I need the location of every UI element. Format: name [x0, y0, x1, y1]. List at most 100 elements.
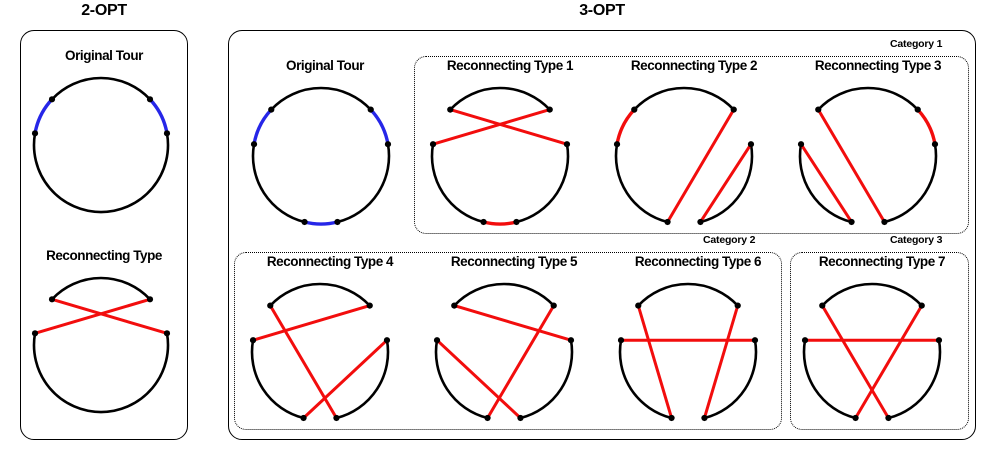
cell-three-opt-original: Original Tour — [245, 58, 405, 238]
figure-two-opt-reconnect — [26, 270, 176, 420]
tour-node — [815, 106, 822, 113]
tour-node — [366, 302, 373, 309]
tour-circle-svg — [31, 76, 171, 214]
tour-arc — [883, 142, 938, 224]
cell-title: Reconnecting Type 5 — [450, 254, 578, 269]
added-edge-red-chord — [431, 108, 552, 146]
cell-title: Reconnecting Type 7 — [818, 254, 946, 269]
figure-three-opt-original — [245, 80, 397, 232]
tour-node — [163, 330, 171, 337]
added-edge-red-chord — [854, 304, 924, 420]
tour-arc — [816, 86, 920, 111]
tour-node — [668, 414, 675, 422]
tour-node — [613, 141, 621, 148]
tour-node — [334, 218, 341, 226]
cell-type-3: Reconnecting Type 3 — [792, 58, 964, 238]
figure-type-5 — [428, 276, 580, 428]
tour-arc — [32, 332, 170, 414]
tour-arc — [251, 142, 306, 224]
panel-2opt — [20, 30, 188, 440]
category-1-box — [414, 56, 969, 234]
tour-arc — [614, 142, 669, 224]
tour-node — [664, 218, 671, 226]
added-edge-red-chord — [33, 297, 152, 335]
category-1-label: Category 1 — [888, 38, 945, 50]
tour-node — [48, 296, 56, 303]
cell-title: Reconnecting Type 3 — [814, 58, 942, 73]
tour-arc — [268, 282, 372, 307]
tour-node — [31, 330, 39, 337]
figure-type-2 — [608, 80, 760, 232]
tour-arc — [452, 282, 556, 307]
tour-arc — [434, 338, 489, 420]
added-edge-red-chord — [799, 142, 854, 224]
tour-node — [617, 337, 625, 344]
tour-node — [268, 106, 275, 113]
tour-arc — [699, 142, 754, 224]
figure-two-opt-original — [26, 70, 176, 220]
cell-two-opt-reconnect: Reconnecting Type — [26, 248, 182, 433]
cell-type-7: Reconnecting Type 7 — [796, 254, 968, 434]
figure-type-7 — [796, 276, 948, 428]
added-edge-red-chord — [666, 108, 736, 224]
tour-node — [249, 337, 257, 344]
tour-node — [730, 106, 737, 113]
cell-title: Reconnecting Type 2 — [630, 58, 758, 73]
figure-type-3 — [792, 80, 944, 232]
cell-title: Reconnecting Type 4 — [266, 254, 394, 269]
added-edge-red-chord — [636, 304, 674, 420]
tour-circle-svg — [613, 86, 755, 226]
added-edge-red-chord — [452, 304, 573, 342]
tour-node — [819, 302, 826, 309]
category-2-label: Category 2 — [701, 234, 758, 246]
tour-node — [801, 337, 809, 344]
added-edge-red-chord — [435, 338, 522, 420]
tour-circle-svg — [429, 86, 571, 226]
cell-two-opt-original: Original Tour — [26, 48, 182, 233]
tour-node — [697, 218, 704, 226]
cell-type-2: Reconnecting Type 2 — [608, 58, 780, 238]
tour-circle-svg — [433, 282, 575, 422]
added-edge-red-chord — [268, 304, 338, 420]
added-edge-red-chord — [50, 297, 169, 335]
tour-node — [852, 414, 859, 422]
tour-arc — [820, 282, 924, 307]
tour-node — [333, 414, 340, 422]
tour-node — [48, 96, 56, 103]
removed-edge-blue — [252, 108, 273, 145]
tour-arc — [430, 142, 485, 224]
tour-node — [513, 218, 520, 226]
tour-node — [250, 141, 258, 148]
cell-title: Original Tour — [286, 58, 364, 73]
added-edge-red-chord — [702, 304, 740, 420]
tour-arc — [703, 338, 758, 420]
added-edge-red-chord — [486, 304, 556, 420]
tour-arc — [798, 142, 853, 224]
tour-node — [734, 302, 741, 309]
section-title-2opt: 2-OPT — [81, 2, 127, 19]
tour-arc — [32, 132, 170, 214]
tour-arc — [887, 338, 942, 420]
tour-node — [517, 414, 524, 422]
tour-node — [797, 141, 805, 148]
tour-circle-svg — [31, 276, 171, 414]
tour-node — [701, 414, 708, 422]
figure-type-1 — [424, 80, 576, 232]
tour-node — [429, 141, 437, 148]
added-edge-red-chord — [698, 142, 753, 224]
removed-edge-blue — [369, 108, 390, 145]
tour-arc — [515, 142, 570, 224]
category-2-box — [234, 252, 782, 430]
tour-circle-svg — [250, 86, 392, 226]
tour-node — [931, 141, 939, 148]
cell-type-6: Reconnecting Type 6 — [612, 254, 784, 434]
tour-arc — [636, 282, 740, 307]
tour-node — [848, 218, 855, 226]
tour-arc — [519, 338, 574, 420]
tour-arc — [336, 142, 391, 224]
tour-circle-svg — [617, 282, 759, 422]
cell-type-1: Reconnecting Type 1 — [424, 58, 596, 238]
tour-node — [447, 106, 454, 113]
cell-type-5: Reconnecting Type 5 — [428, 254, 600, 434]
tour-node — [451, 302, 458, 309]
